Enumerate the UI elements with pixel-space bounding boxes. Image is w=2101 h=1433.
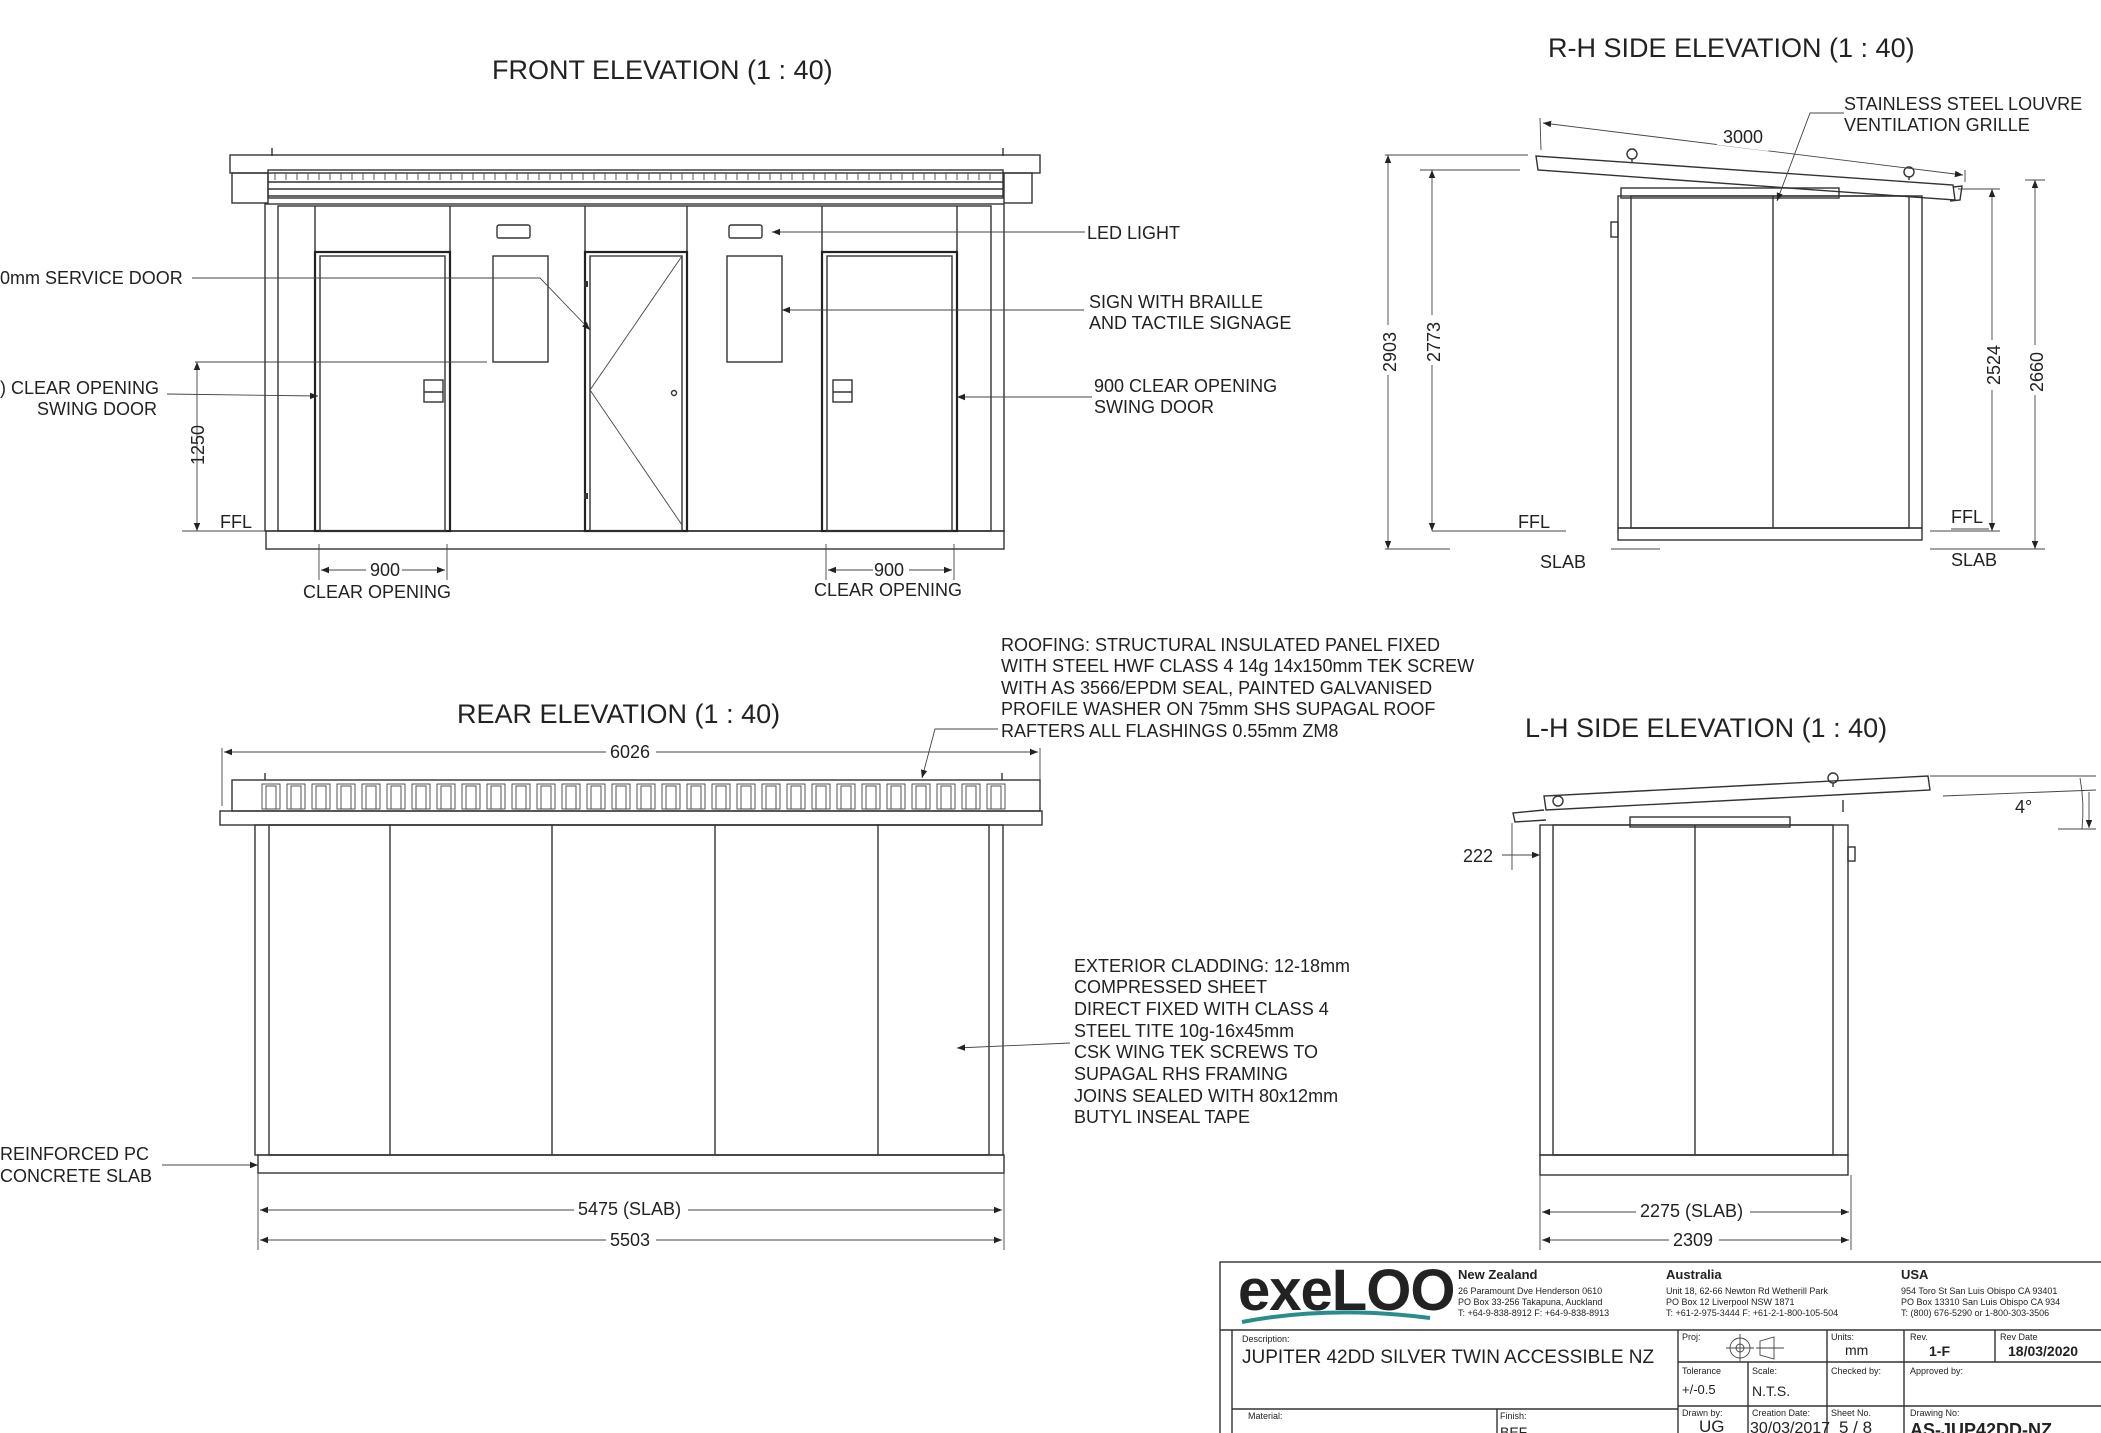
clear-opening-label-1: ) CLEAR OPENING xyxy=(0,378,159,398)
dim-3000: 3000 xyxy=(1723,127,1763,147)
rh-side-elevation-drawing xyxy=(1384,112,2045,550)
nz-office-line-3: T: +64-9-838-8912 F: +64-9-838-8913 xyxy=(1458,1308,1609,1318)
slab-label-rh-right: SLAB xyxy=(1951,550,1997,570)
ffl-label-front: FFL xyxy=(220,512,252,532)
proj-label: Proj: xyxy=(1682,1332,1701,1342)
units-label: Units: xyxy=(1831,1332,1854,1342)
roofing-note: ROOFING: STRUCTURAL INSULATED PANEL FIXE… xyxy=(920,635,1474,779)
louvre-label-1: STAINLESS STEEL LOUVRE xyxy=(1844,94,2082,114)
rev-value: 1-F xyxy=(1929,1343,1950,1359)
au-office-line-2: PO Box 12 Liverpool NSW 1871 xyxy=(1666,1297,1795,1307)
units-value: mm xyxy=(1845,1342,1868,1358)
led-light-label: LED LIGHT xyxy=(1087,223,1180,243)
roof-note-line-4: PROFILE WASHER ON 75mm SHS SUPAGAL ROOF xyxy=(1001,699,1435,719)
slab-note-line-1: REINFORCED PC xyxy=(0,1144,149,1164)
front-elevation-drawing xyxy=(166,148,1092,580)
cladding-note-line-8: BUTYL INSEAL TAPE xyxy=(1074,1107,1250,1127)
material-label: Material: xyxy=(1248,1411,1283,1421)
lh-side-elevation-drawing xyxy=(1502,772,2097,1250)
lh-side-elevation-title: L-H SIDE ELEVATION (1 : 40) xyxy=(1525,713,1887,743)
au-office-line-3: T: +61-2-975-3444 F: +61-2-1-800-105-504 xyxy=(1666,1308,1838,1318)
ffl-label-rh-left: FFL xyxy=(1518,512,1550,532)
creation-date-label: Creation Date: xyxy=(1752,1408,1810,1418)
swing-door-right-label-2: SWING DOOR xyxy=(1094,397,1214,417)
drawing-no-value: AS-JUP42DD-NZ xyxy=(1910,1420,2052,1433)
exeloo-logo: exeLOO xyxy=(1238,1258,1454,1323)
louvre-label-2: VENTILATION GRILLE xyxy=(1844,115,2030,135)
clear-opening-bottom-left: CLEAR OPENING xyxy=(303,582,451,602)
dim-222: 222 xyxy=(1463,846,1493,866)
tolerance-label: Tolerance xyxy=(1682,1366,1721,1376)
usa-office-line-3: T: (800) 676-5290 or 1-800-303-3506 xyxy=(1901,1308,2049,1318)
rear-elevation-drawing xyxy=(162,748,1071,1250)
usa-office-line-1: 954 Toro St San Luis Obispo CA 93401 xyxy=(1901,1286,2057,1296)
nz-office-line-2: PO Box 33-256 Takapuna, Auckland xyxy=(1458,1297,1602,1307)
finish-value: BEF xyxy=(1500,1424,1527,1433)
checked-by-label: Checked by: xyxy=(1831,1366,1881,1376)
finish-label: Finish: xyxy=(1500,1411,1527,1421)
dim-5503: 5503 xyxy=(610,1230,650,1250)
rh-side-elevation-title: R-H SIDE ELEVATION (1 : 40) xyxy=(1548,33,1915,63)
swing-door-right-label-1: 900 CLEAR OPENING xyxy=(1094,376,1277,396)
roof-note-line-1: ROOFING: STRUCTURAL INSULATED PANEL FIXE… xyxy=(1001,635,1440,655)
dim-1250: 1250 xyxy=(188,425,208,465)
title-block xyxy=(1219,1261,2101,1433)
cladding-note-line-7: JOINS SEALED WITH 80x12mm xyxy=(1074,1086,1338,1106)
usa-office-line-2: PO Box 13310 San Luis Obispo CA 934 xyxy=(1901,1297,2060,1307)
description-label: Description: xyxy=(1242,1334,1290,1344)
drawn-by-value: UG xyxy=(1699,1417,1725,1433)
dim-2903: 2903 xyxy=(1380,332,1400,372)
slab-label-rh-left: SLAB xyxy=(1540,552,1586,572)
nz-office-line-1: 26 Paramount Dve Henderson 0610 xyxy=(1458,1286,1602,1296)
drawing-no-label: Drawing No: xyxy=(1910,1408,1960,1418)
au-office-title: Australia xyxy=(1666,1267,1722,1282)
tolerance-value: +/-0.5 xyxy=(1682,1382,1716,1397)
drawn-by-label: Drawn by: xyxy=(1682,1408,1723,1418)
roof-note-line-3: WITH AS 3566/EPDM SEAL, PAINTED GALVANIS… xyxy=(1001,678,1432,698)
approved-by-label: Approved by: xyxy=(1910,1366,1963,1376)
cladding-note-line-2: COMPRESSED SHEET xyxy=(1074,977,1267,997)
roof-note-line-5: RAFTERS ALL FLASHINGS 0.55mm ZM8 xyxy=(1001,721,1338,741)
cladding-note-line-4: STEEL TITE 10g-16x45mm xyxy=(1074,1021,1294,1041)
rev-date-label: Rev Date xyxy=(2000,1332,2038,1342)
slab-note-line-2: CONCRETE SLAB xyxy=(0,1166,152,1186)
roof-note-line-2: WITH STEEL HWF CLASS 4 14g 14x150mm TEK … xyxy=(1001,656,1474,676)
dim-2524: 2524 xyxy=(1984,345,2004,385)
description-value: JUPITER 42DD SILVER TWIN ACCESSIBLE NZ xyxy=(1242,1347,1655,1368)
sheet-no-label: Sheet No. xyxy=(1831,1408,1871,1418)
dim-900-right: 900 xyxy=(874,560,904,580)
dim-2660: 2660 xyxy=(2027,352,2047,392)
cladding-note-line-3: DIRECT FIXED WITH CLASS 4 xyxy=(1074,999,1329,1019)
dim-2309: 2309 xyxy=(1673,1230,1713,1250)
creation-date-value: 30/03/2017 xyxy=(1750,1420,1830,1433)
au-office-line-1: Unit 18, 62-66 Newton Rd Wetherill Park xyxy=(1666,1286,1828,1296)
scale-value: N.T.S. xyxy=(1752,1383,1790,1399)
sheet-no-value: 5 / 8 xyxy=(1839,1418,1872,1433)
angle-4-deg: 4° xyxy=(2015,797,2032,817)
ffl-label-rh-right: FFL xyxy=(1951,507,1983,527)
sign-braille-label-2: AND TACTILE SIGNAGE xyxy=(1089,313,1291,333)
cladding-note-line-1: EXTERIOR CLADDING: 12-18mm xyxy=(1074,956,1350,976)
dim-900-left: 900 xyxy=(370,560,400,580)
dim-6026: 6026 xyxy=(610,742,650,762)
dim-2773: 2773 xyxy=(1424,322,1444,362)
dim-5475-slab: 5475 (SLAB) xyxy=(578,1199,681,1219)
rev-date-value: 18/03/2020 xyxy=(2008,1343,2078,1359)
clear-opening-bottom-right: CLEAR OPENING xyxy=(814,580,962,600)
sign-braille-label-1: SIGN WITH BRAILLE xyxy=(1089,292,1263,312)
front-elevation-title: FRONT ELEVATION (1 : 40) xyxy=(492,55,833,85)
rear-elevation-title: REAR ELEVATION (1 : 40) xyxy=(457,699,780,729)
service-door-label: 0mm SERVICE DOOR xyxy=(0,268,183,288)
usa-office-title: USA xyxy=(1901,1267,1929,1282)
rev-label: Rev. xyxy=(1910,1332,1928,1342)
dim-2275-slab: 2275 (SLAB) xyxy=(1640,1201,1743,1221)
cladding-note-line-6: SUPAGAL RHS FRAMING xyxy=(1074,1064,1288,1084)
cladding-note-line-5: CSK WING TEK SCREWS TO xyxy=(1074,1042,1318,1062)
nz-office-title: New Zealand xyxy=(1458,1267,1538,1282)
clear-opening-label-2: SWING DOOR xyxy=(37,399,157,419)
scale-label: Scale: xyxy=(1752,1366,1777,1376)
